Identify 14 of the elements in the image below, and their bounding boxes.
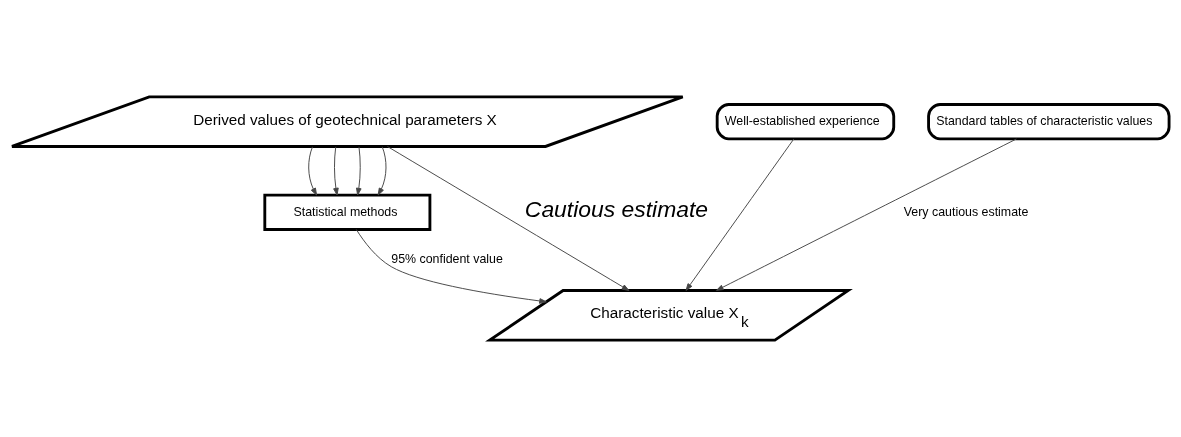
arrow — [377, 146, 387, 196]
arrow — [386, 146, 630, 291]
node-box: Well-established experience — [715, 103, 896, 141]
node-box: Standard tables of characteristic values — [927, 103, 1171, 141]
arrow — [308, 146, 318, 196]
edge-label: Very cautious estimate — [903, 204, 1029, 219]
arrow — [355, 229, 547, 304]
edge-label: 95% confident value — [391, 252, 503, 267]
node-box: Statistical methods — [263, 193, 432, 231]
arrow — [356, 146, 362, 196]
arrow — [685, 138, 795, 291]
edge-label: Cautious estimate — [524, 196, 709, 223]
arrow — [716, 138, 1017, 291]
arrow — [333, 146, 339, 196]
